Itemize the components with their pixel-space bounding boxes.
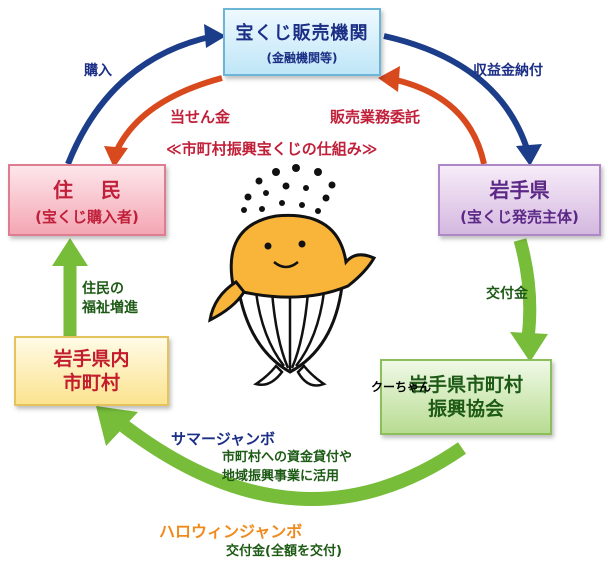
municipalities-line2: 市町村 [62,372,120,394]
residents-title: 住民 [53,177,149,202]
residents-subtitle: (宝くじ購入者) [35,207,139,226]
mascot-name: クーちゃん [371,380,432,394]
arrow-grant [513,238,537,339]
municipalities-box: 岩手県内 市町村 [14,336,169,406]
label-sales-consignment: 販売業務委託 [330,108,421,126]
label-welfare: 住民の 福祉増進 [82,280,138,318]
label-halloween-jumbo: ハロウィンジャンボ [159,522,303,541]
label-prize-money: 当せん金 [170,108,231,126]
prefecture-box: 岩手県 (宝くじ発売主体) [438,164,601,236]
label-purchase: 購入 [84,63,112,79]
label-usage-line1: 市町村への資金貸付や [222,450,353,465]
residents-box: 住民 (宝くじ購入者) [8,164,166,236]
label-grant: 交付金 [486,286,528,302]
label-revenue-payment: 収益金納付 [473,63,543,79]
label-summer-jumbo: サマージャンボ [171,430,275,448]
label-mechanism: ≪市町村振興宝くじの仕組み≫ [166,140,378,158]
arrow-consignment [395,77,487,165]
arrow-prize [113,75,223,154]
prefecture-title: 岩手県 [489,177,550,202]
lottery-sales-org-subtitle: (金融機関等) [266,50,338,65]
whale-mascot-icon [208,164,377,387]
association-line1: 岩手県市町村 [408,374,523,396]
arrow-revenue [383,33,531,153]
association-box: 岩手県市町村 振興協会 [380,359,552,435]
lottery-sales-org-title: 宝くじ販売機関 [235,22,369,44]
label-welfare-line1: 住民の [82,281,124,297]
label-usage-line2: 地域振興事業に活用 [222,469,340,484]
arrow-funding [119,420,466,506]
lottery-sales-org-box: 宝くじ販売機関 (金融機関等) [223,8,381,76]
municipalities-line1: 岩手県内 [53,348,130,370]
label-full-grant: 交付金(全額を交付) [226,544,342,559]
prefecture-subtitle: (宝くじ発売主体) [460,207,579,226]
association-line2: 振興協会 [427,398,504,420]
label-welfare-line2: 福祉増進 [82,300,138,316]
arrow-purchase [65,33,215,166]
label-usage: 市町村への資金貸付や 地域振興事業に活用 [222,448,352,486]
